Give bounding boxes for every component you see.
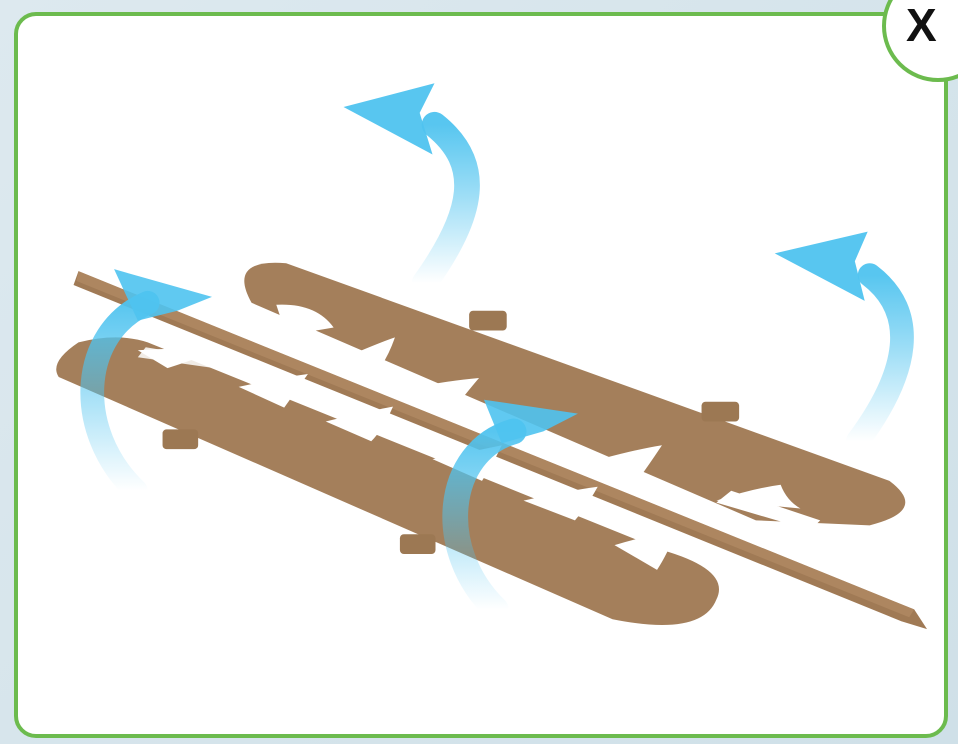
close-icon: X — [906, 2, 937, 48]
cardboard-insert-illustration — [18, 16, 944, 734]
illustration-panel — [14, 12, 948, 738]
